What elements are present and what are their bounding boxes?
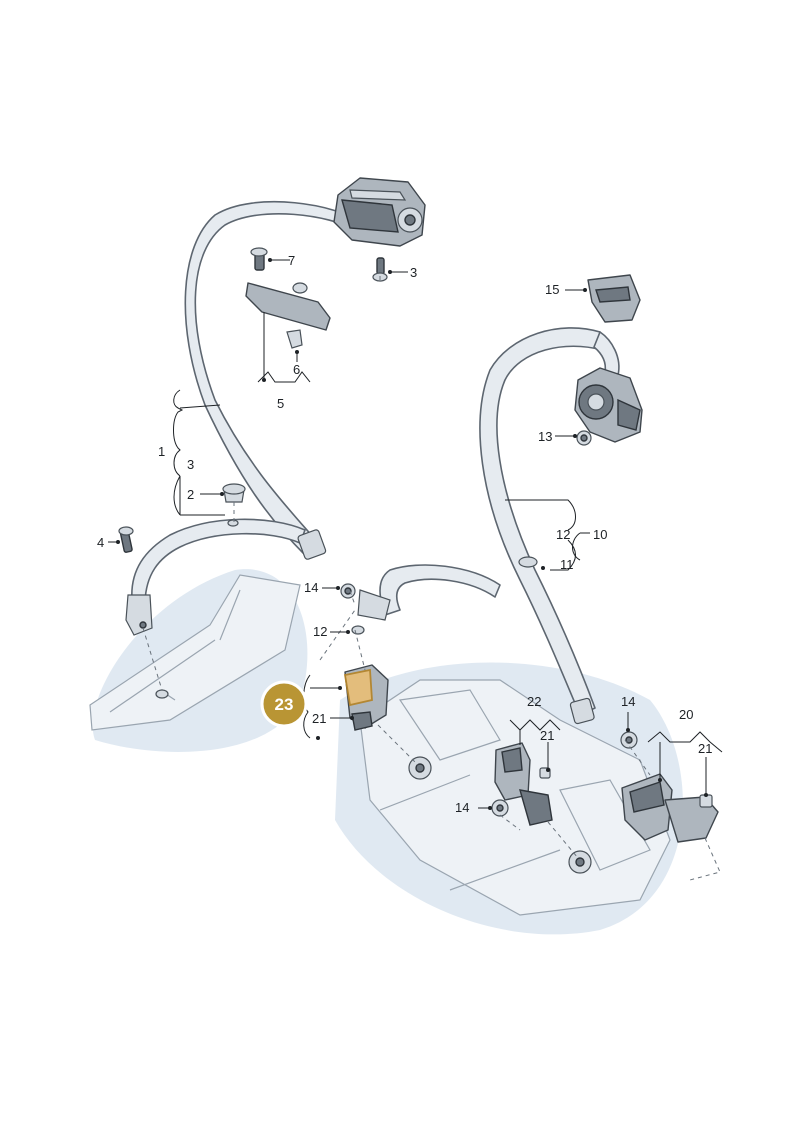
callout-13: 13 xyxy=(538,429,552,444)
callout-5: 5 xyxy=(277,396,284,411)
left-belt-webbing xyxy=(125,200,359,636)
callout-14-lower: 14 xyxy=(455,800,469,815)
callout-3-retractor-bolt: 3 xyxy=(410,265,417,280)
callout-1: 1 xyxy=(158,444,165,459)
right-retractor xyxy=(574,367,643,443)
callout-3-belt: 3 xyxy=(187,457,194,472)
left-bolts xyxy=(118,257,388,553)
callout-14-right: 14 xyxy=(621,694,635,709)
left-floor-panel xyxy=(89,574,301,731)
callout-20: 20 xyxy=(679,707,693,722)
leader-lines xyxy=(108,258,723,810)
left-belt-bracket xyxy=(245,247,331,349)
callout-10: 10 xyxy=(593,527,607,542)
callout-21-center: 21 xyxy=(312,711,326,726)
right-belt-webbing xyxy=(357,327,620,725)
callout-4: 4 xyxy=(97,535,104,550)
callout-21-middle: 21 xyxy=(540,728,554,743)
highlighted-part-badge[interactable]: 23 xyxy=(260,680,308,728)
callout-11: 11 xyxy=(560,557,574,572)
callout-15: 15 xyxy=(545,282,559,297)
badge-23-label: 23 xyxy=(275,695,294,714)
assembly-lines xyxy=(142,258,721,881)
callout-22: 22 xyxy=(527,694,541,709)
left-retractor xyxy=(333,177,426,247)
callout-2: 2 xyxy=(187,487,194,502)
rear-right-buckle xyxy=(621,773,719,843)
callout-21-right: 21 xyxy=(698,741,712,756)
upper-belt-guide xyxy=(587,274,641,323)
callout-12-center: 12 xyxy=(313,624,327,639)
callout-14-center: 14 xyxy=(304,580,318,595)
rear-middle-buckle xyxy=(494,742,553,826)
callout-7: 7 xyxy=(288,253,295,268)
callout-labels: 7 3 6 5 1 3 2 4 15 13 12 10 11 14 12 21 … xyxy=(97,253,712,815)
callout-6: 6 xyxy=(293,362,300,377)
callout-12-right: 12 xyxy=(556,527,570,542)
